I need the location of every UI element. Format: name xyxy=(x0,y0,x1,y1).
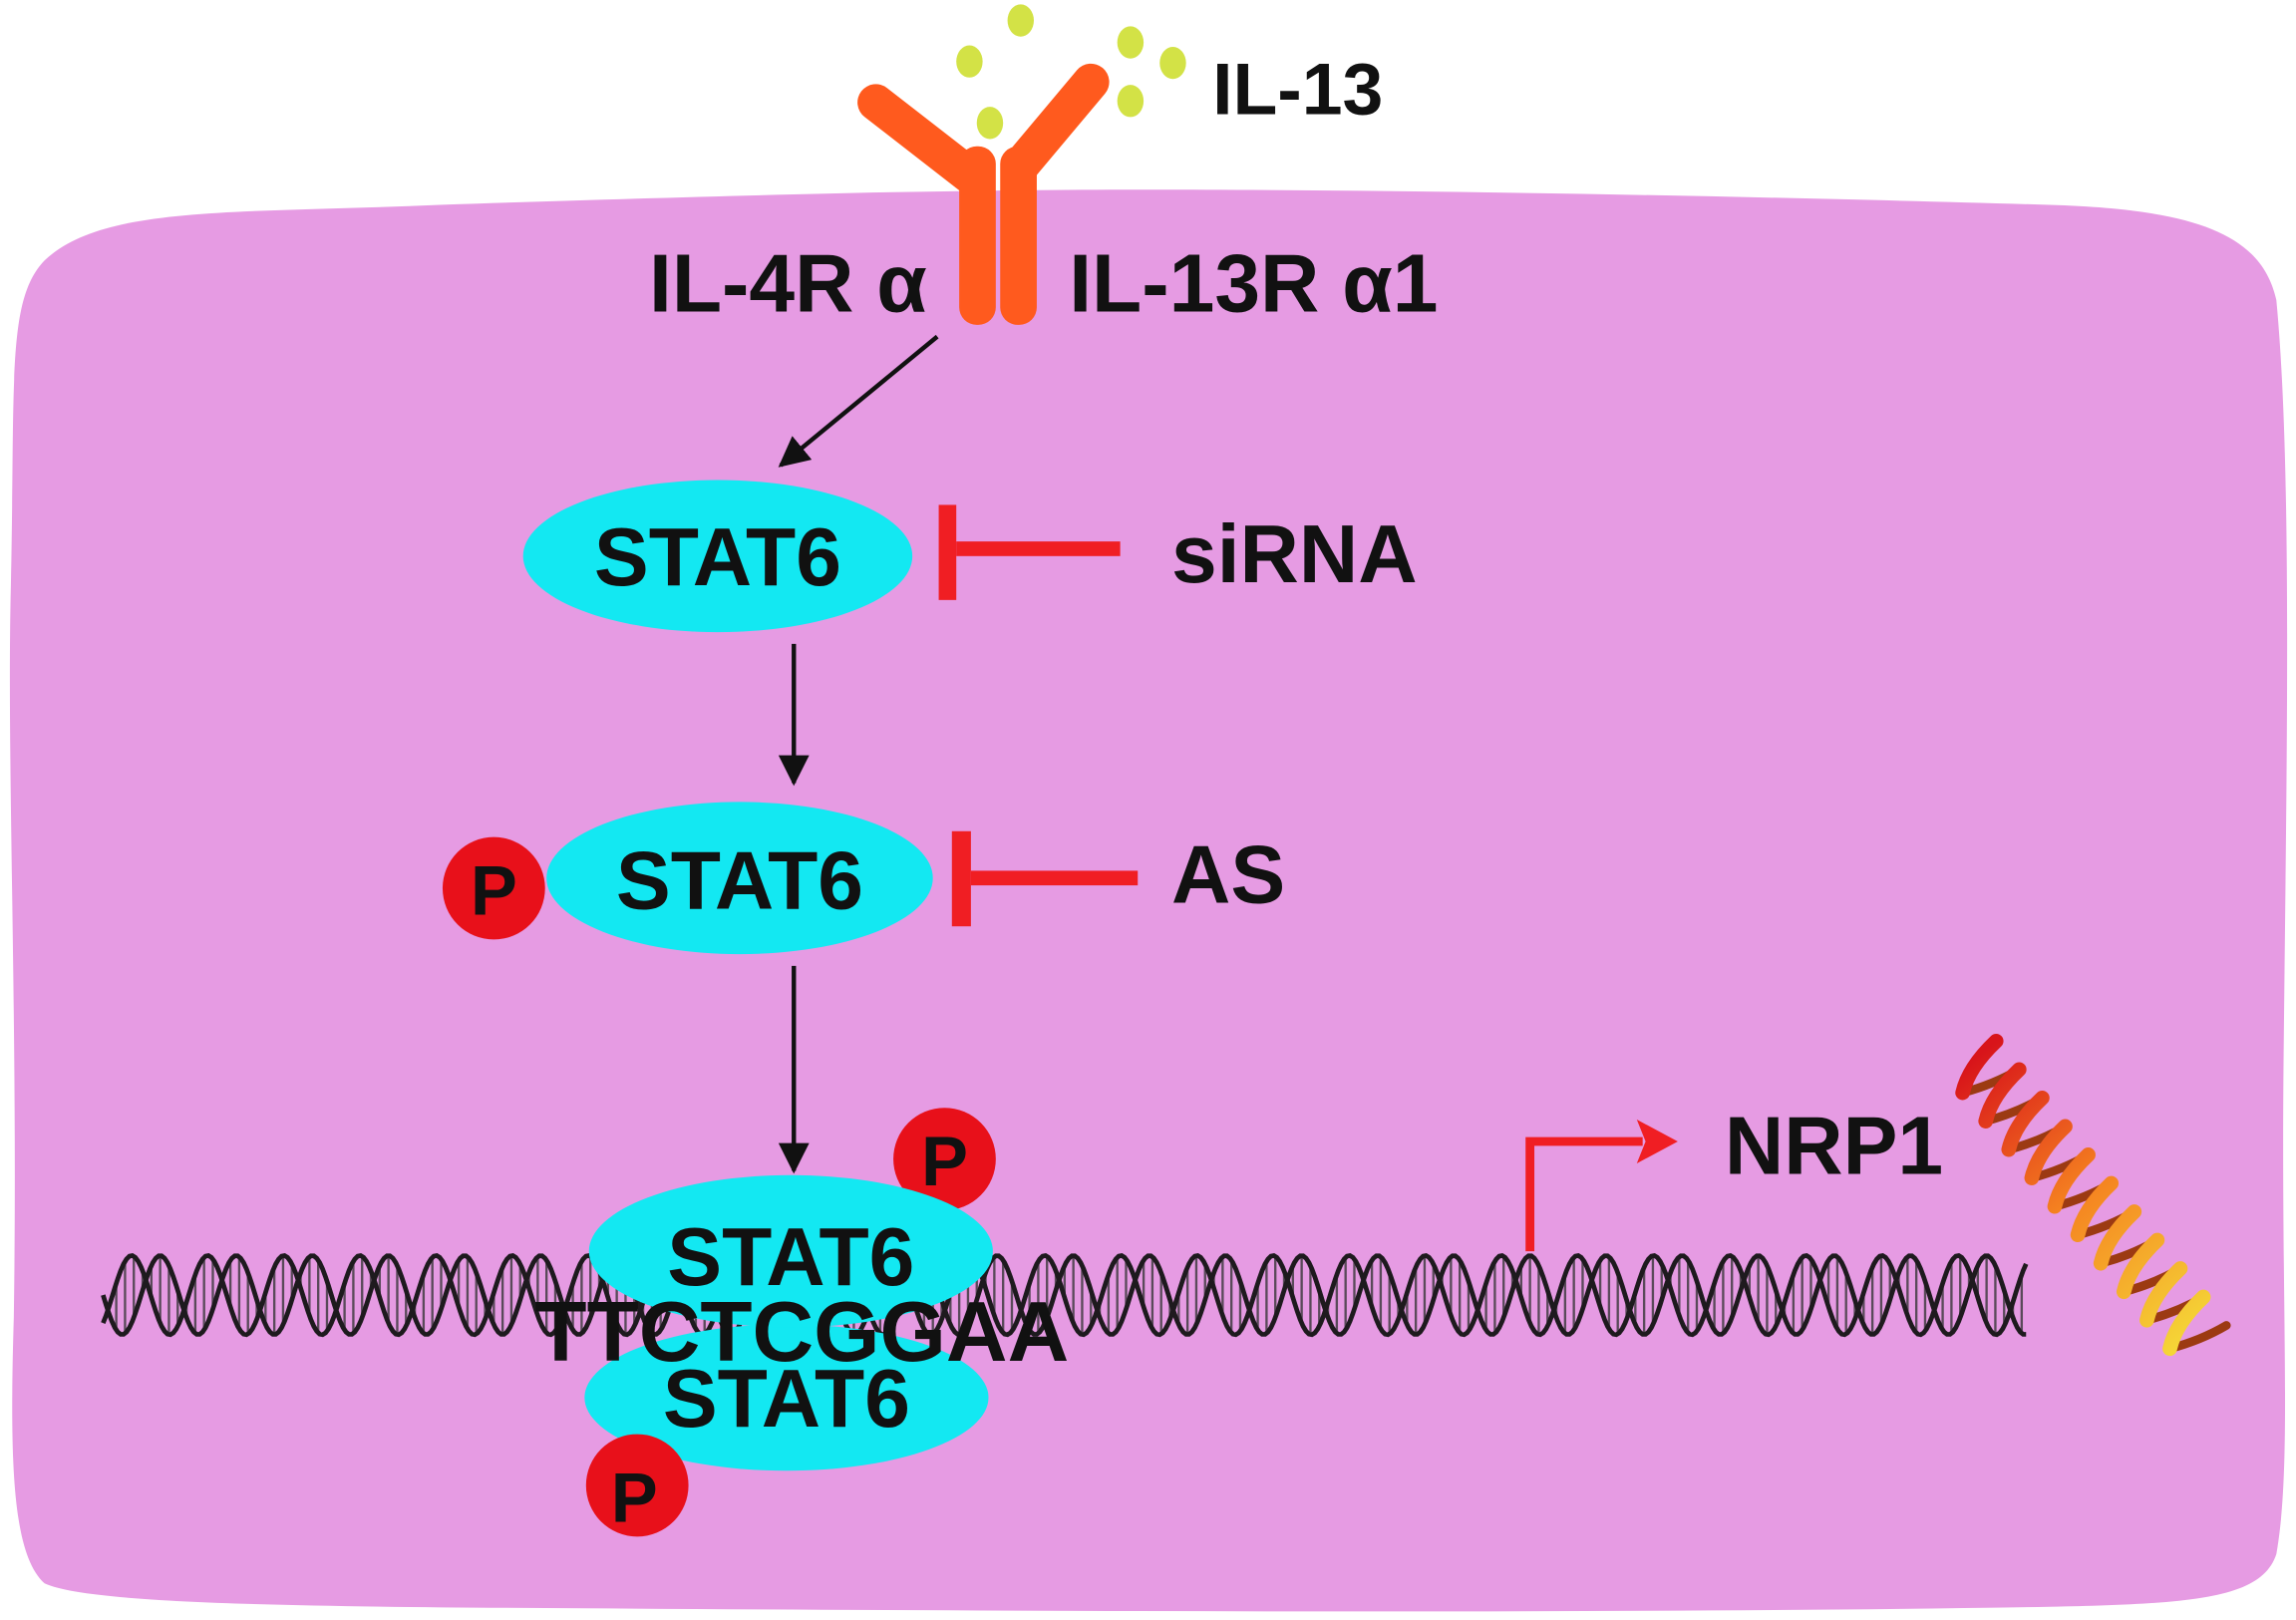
phosphate-label: P xyxy=(611,1458,658,1537)
dna-binding-motif: TTCTCGGAA xyxy=(534,1285,1069,1380)
cell-body xyxy=(9,189,2288,1612)
protein-helix-front-turn xyxy=(2070,1175,2120,1243)
stat6-dimer-top-label: STAT6 xyxy=(667,1212,914,1303)
phosphate-badge xyxy=(585,1434,689,1537)
phosphate-icon: P xyxy=(585,1434,689,1537)
ligand-dot xyxy=(1007,4,1035,37)
receptor-right-chain xyxy=(1000,146,1037,325)
stat6-dimer-bottom-node xyxy=(584,1324,989,1471)
receptor-right-arm xyxy=(1003,63,1110,182)
stat6-label: STAT6 xyxy=(594,512,841,603)
receptor-right-label: IL-13R α1 xyxy=(1069,239,1438,330)
transcription-arrow xyxy=(1525,1119,1678,1252)
as-inhibition xyxy=(951,830,1139,927)
inhibition-line xyxy=(970,870,1139,886)
phosphate-label: P xyxy=(471,850,517,929)
stat6-dimer-top-node xyxy=(588,1174,993,1328)
ligand-dot xyxy=(976,107,1004,140)
transcription-arrow-line xyxy=(1525,1136,1643,1252)
as-label: AS xyxy=(1171,830,1285,921)
protein-helix-front-turn xyxy=(2139,1261,2188,1328)
target-gene-label: NRP1 xyxy=(1725,1101,1943,1191)
ligand-dot xyxy=(1117,26,1145,59)
activation-arrow xyxy=(778,334,939,468)
protein-helix-front-turn xyxy=(1978,1062,2027,1129)
receptor-left-label: IL-4R α xyxy=(649,239,927,330)
phosphate-icon: P xyxy=(893,1108,996,1210)
transcription-arrow-head xyxy=(1636,1119,1678,1164)
dna-helix-icon xyxy=(101,1253,2029,1338)
phosphate-icon: P xyxy=(442,836,545,940)
protein-helix-front-turn xyxy=(2093,1204,2142,1271)
receptor-left-chain xyxy=(959,146,996,325)
phosphate-badge xyxy=(893,1108,996,1210)
protein-helix-front-turn xyxy=(2162,1289,2211,1357)
stat6-node xyxy=(522,480,913,633)
inhibition-bar xyxy=(951,830,971,927)
sirna-inhibition xyxy=(938,504,1121,600)
protein-helix-front-turn xyxy=(1955,1033,2004,1101)
inhibition-bar xyxy=(938,504,957,600)
ligand-dot xyxy=(956,45,983,78)
phospho-stat6-label: STAT6 xyxy=(616,836,863,927)
receptor-left-arm xyxy=(857,84,993,197)
ligand-dot-icon xyxy=(956,4,1186,140)
protein-helix-front-turn xyxy=(2024,1119,2073,1185)
ligand-dot xyxy=(1117,85,1145,118)
dna-strand-2 xyxy=(101,1253,2029,1338)
protein-helix-front-turn xyxy=(2116,1232,2165,1300)
protein-helix-front-turn xyxy=(2001,1091,2050,1157)
phosphate-label: P xyxy=(921,1122,968,1200)
receptor-icon xyxy=(857,63,1110,325)
phosphate-badge xyxy=(442,836,545,940)
ligand-label: IL-13 xyxy=(1212,48,1383,130)
sirna-label: siRNA xyxy=(1171,509,1418,600)
phospho-stat6-node xyxy=(546,802,933,955)
protein-helix-icon xyxy=(1955,1033,2231,1357)
ligand-dot xyxy=(1159,46,1186,80)
stat6-dimer-bottom-label: STAT6 xyxy=(663,1354,910,1445)
inhibition-line xyxy=(956,541,1121,556)
protein-helix-front-turn xyxy=(2047,1147,2096,1214)
